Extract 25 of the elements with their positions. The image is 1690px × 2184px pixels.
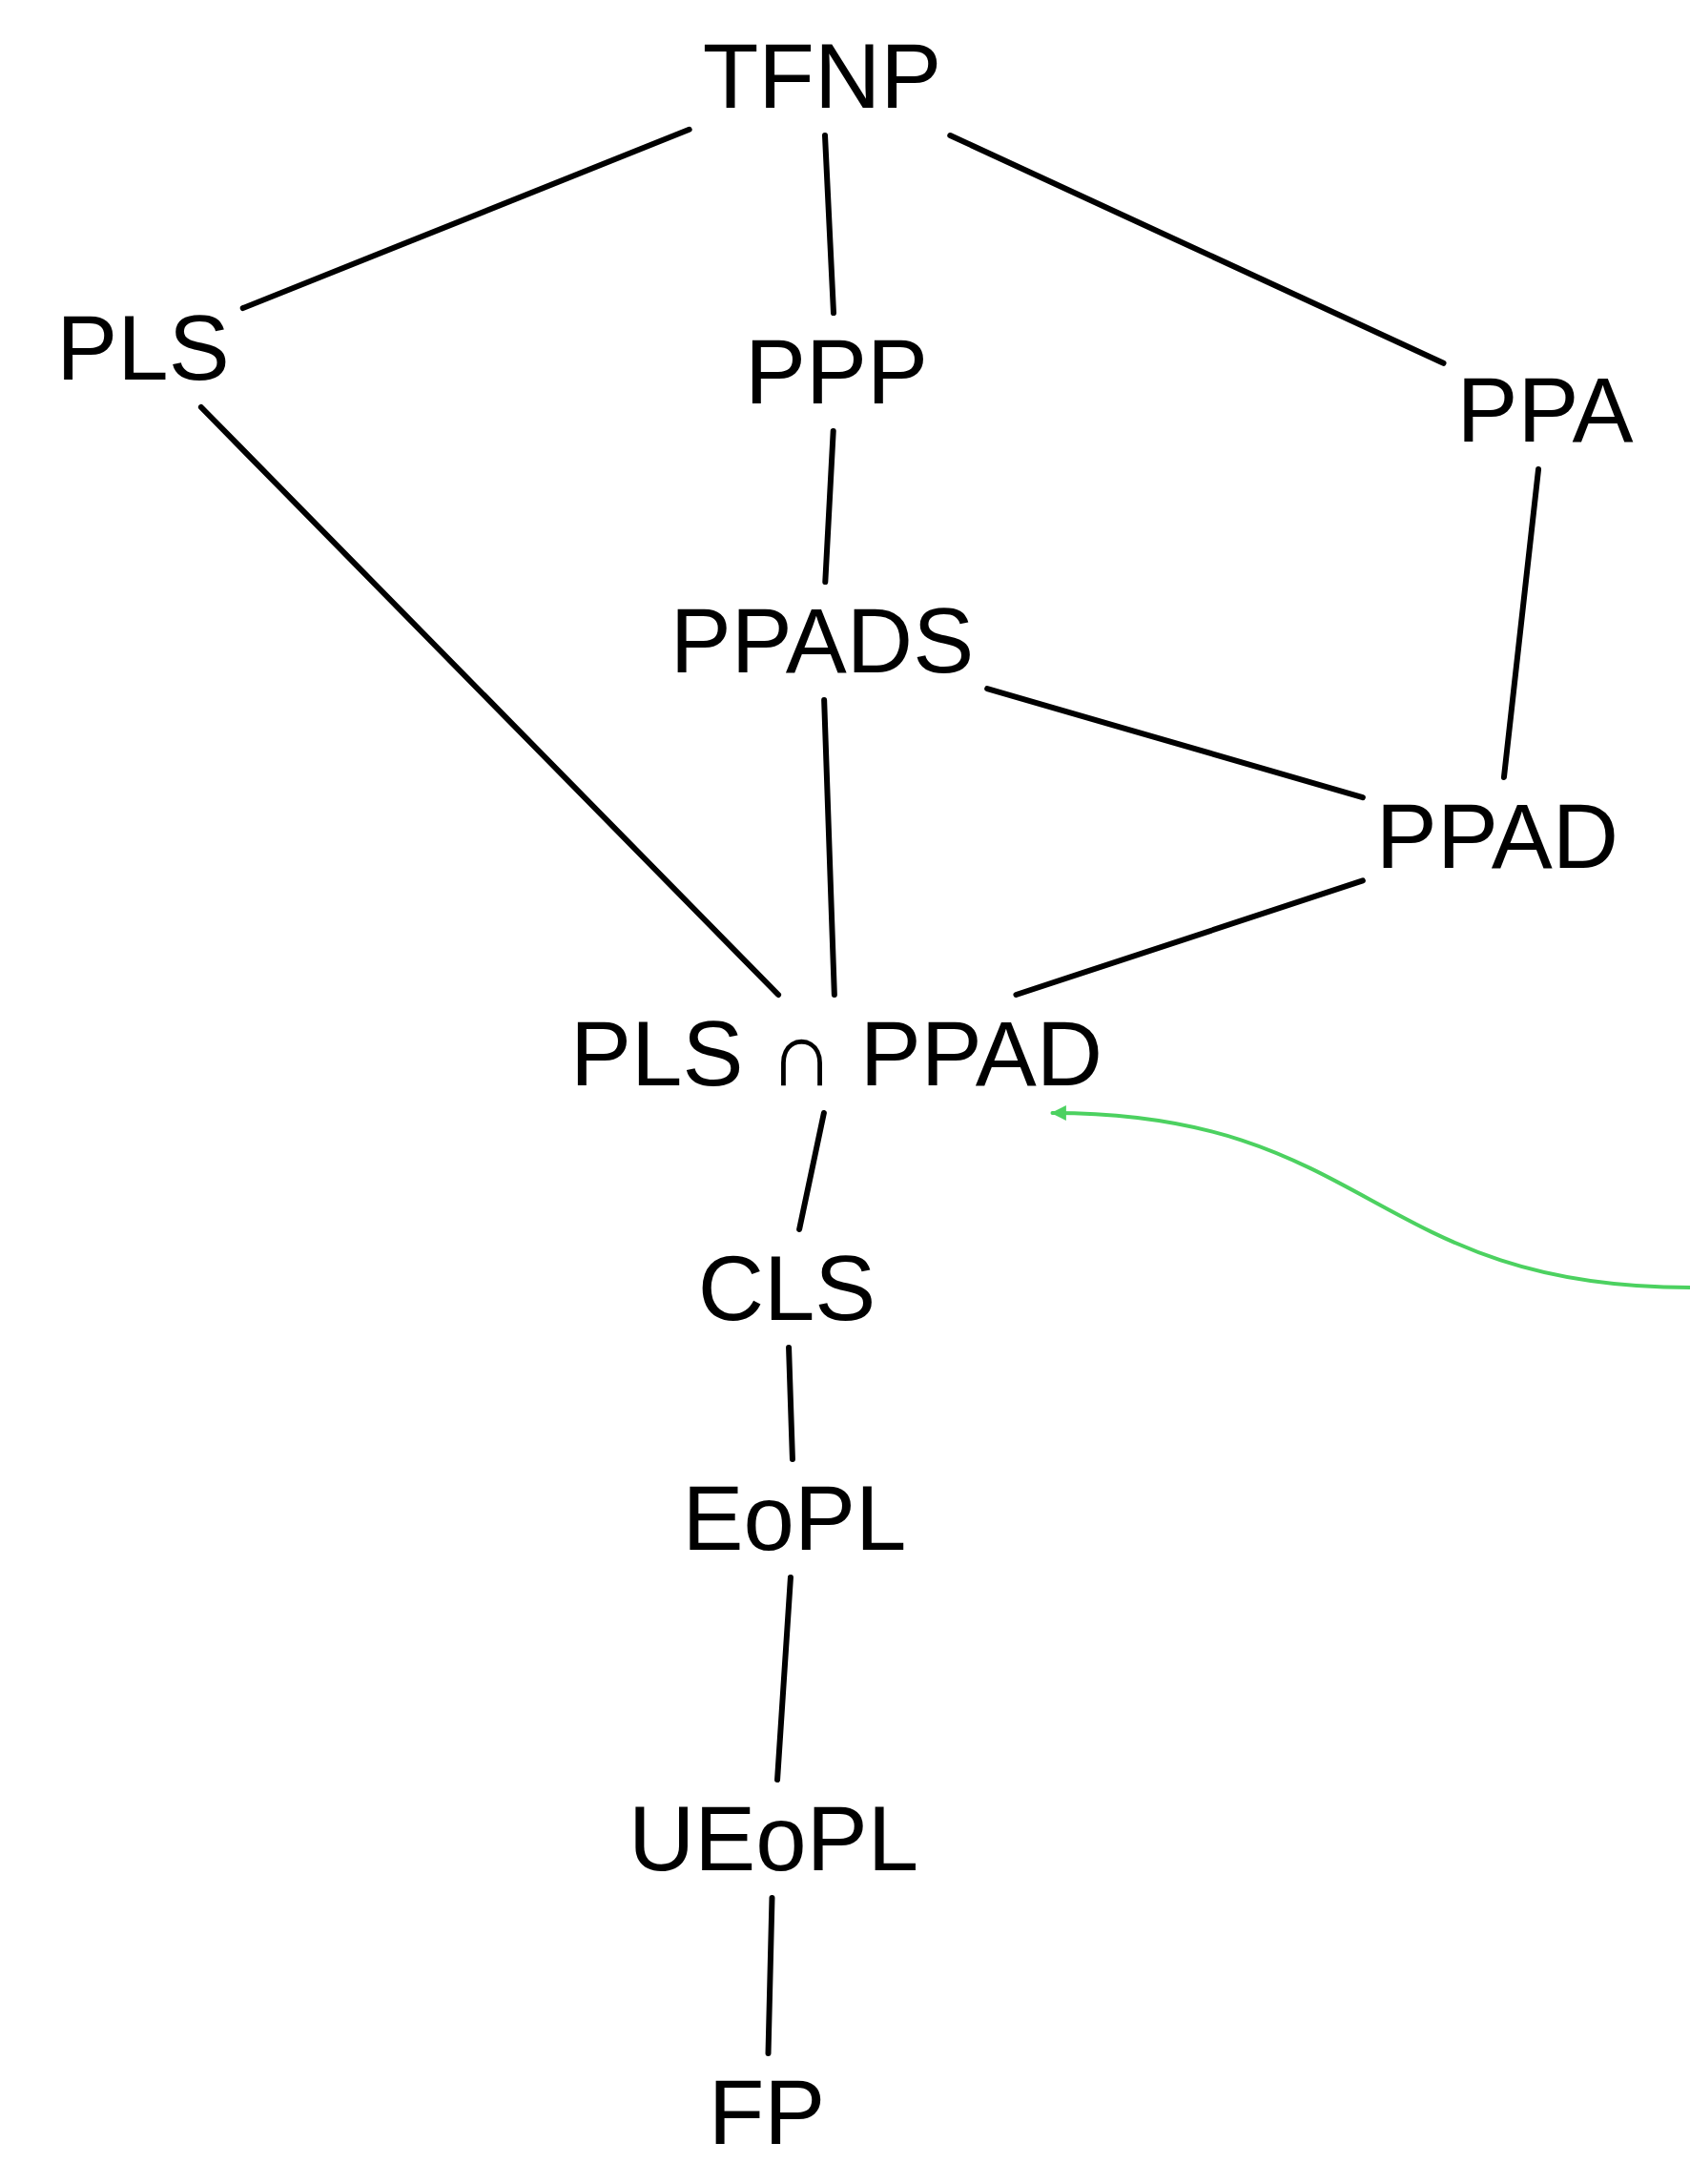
connector-line [947, 133, 1447, 366]
class-label: FP [708, 2061, 826, 2163]
connector-line [774, 1575, 793, 1782]
connector-line [796, 1110, 827, 1232]
class-label: PLS ∩ PPAD [569, 1002, 1103, 1104]
connector-line [786, 1345, 795, 1462]
class-label: PPADS [670, 589, 975, 691]
class-label: PLS [56, 297, 230, 399]
connector-line [1500, 466, 1542, 780]
connector-line [765, 1895, 775, 2056]
connector-line [821, 697, 837, 998]
connector-line [239, 126, 692, 312]
class-label: PPAD [1375, 785, 1619, 887]
connector-line [822, 428, 836, 585]
class-label: CLS [697, 1237, 876, 1339]
connector-line [1013, 877, 1366, 998]
connector-line [984, 686, 1366, 801]
class-label: UEoPL [628, 1787, 919, 1889]
class-label: PPP [744, 320, 929, 422]
connector-line [822, 133, 836, 316]
connector-line [197, 404, 782, 998]
class-label: PPA [1456, 359, 1634, 461]
curved-arrow [1050, 1105, 1690, 1289]
class-label: TFNP [702, 25, 942, 127]
class-label: EoPL [682, 1467, 907, 1569]
